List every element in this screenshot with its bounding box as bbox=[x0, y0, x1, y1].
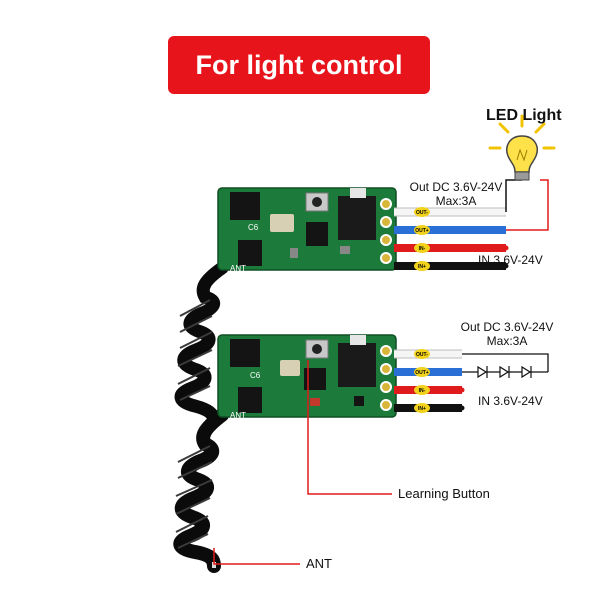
receiver-module-bottom: C6 ANT OUT- OUT+ IN- IN+ bbox=[217, 334, 549, 420]
antenna-solder-pad bbox=[350, 188, 366, 198]
pin-label-4: IN+ bbox=[418, 264, 426, 270]
wire-led-return bbox=[462, 353, 549, 372]
chip-power-mosfet bbox=[338, 196, 376, 240]
top-output-voltage: Out DC 3.6V-24V bbox=[409, 180, 503, 194]
pin-label-1: OUT- bbox=[416, 352, 428, 358]
antenna-callout: ANT bbox=[306, 556, 332, 571]
chip-power-mosfet bbox=[338, 343, 376, 387]
wire-to-bulb-positive bbox=[506, 179, 549, 231]
antenna-solder-pad bbox=[350, 335, 366, 345]
chip-mosfet bbox=[238, 387, 262, 413]
terminal-pads-top bbox=[380, 198, 392, 264]
antenna-coil-top bbox=[174, 261, 229, 425]
silk-c6: C6 bbox=[248, 223, 259, 232]
wire-to-bulb-negative bbox=[505, 179, 522, 212]
bottom-output-voltage: Out DC 3.6V-24V bbox=[460, 320, 554, 334]
led-light-label: LED Light bbox=[486, 107, 562, 124]
bottom-output-max: Max:3A bbox=[486, 334, 528, 348]
bottom-output-spec: Out DC 3.6V-24V Max:3A bbox=[454, 320, 560, 348]
antenna-coil-bottom bbox=[173, 408, 229, 573]
chip-relay bbox=[230, 192, 260, 220]
terminal-pads-bottom bbox=[380, 345, 392, 411]
chip-relay bbox=[230, 339, 260, 367]
title-text: For light control bbox=[195, 49, 403, 80]
pin-label-3: IN- bbox=[419, 388, 426, 394]
chip-regulator bbox=[304, 368, 326, 390]
learning-button-callout: Learning Button bbox=[398, 486, 490, 501]
top-output-spec: Out DC 3.6V-24V Max:3A bbox=[404, 180, 508, 208]
led-diode-icon bbox=[477, 365, 532, 379]
crystal-oscillator bbox=[280, 360, 300, 376]
pin-label-3: IN- bbox=[419, 246, 426, 252]
title-banner: For light control bbox=[168, 36, 430, 94]
silk-ant: ANT bbox=[230, 264, 246, 273]
chip-regulator bbox=[306, 222, 328, 246]
callout-line-learning-button bbox=[307, 360, 392, 495]
callout-line-antenna bbox=[213, 548, 300, 565]
receiver-module-top: C6 ANT OUT- OUT+ IN- IN+ bbox=[217, 179, 549, 273]
pin-label-2: OUT+ bbox=[415, 228, 429, 234]
top-output-max: Max:3A bbox=[435, 194, 477, 208]
pin-label-1: OUT- bbox=[416, 210, 428, 216]
pin-label-4: IN+ bbox=[418, 406, 426, 412]
crystal-oscillator bbox=[270, 214, 294, 232]
light-bulb-icon bbox=[488, 114, 556, 181]
chip-mosfet bbox=[238, 240, 262, 266]
top-input-spec: IN 3.6V-24V bbox=[478, 253, 543, 267]
silk-c6: C6 bbox=[250, 371, 261, 380]
pin-label-2: OUT+ bbox=[415, 370, 429, 376]
bottom-input-spec: IN 3.6V-24V bbox=[478, 394, 543, 408]
silk-ant: ANT bbox=[230, 411, 246, 420]
